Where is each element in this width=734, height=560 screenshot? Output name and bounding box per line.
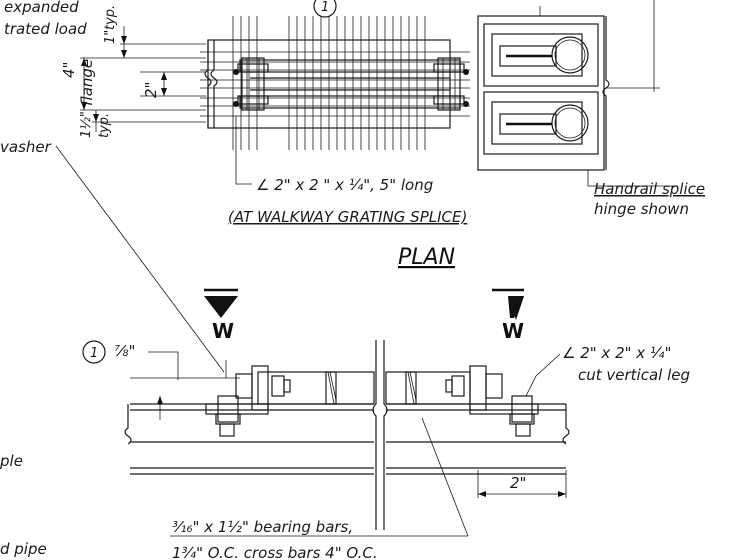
section-label-right: W — [502, 319, 524, 343]
section-label-left: W — [212, 319, 234, 343]
section-marker-right — [492, 288, 524, 320]
label-pipe: d pipe — [0, 540, 47, 558]
label-handrail-splice: Handrail splice — [594, 180, 705, 198]
label-cut-vertical-leg: cut vertical leg — [578, 366, 690, 384]
section-marker-left — [204, 288, 238, 318]
dim-two-inch: 2" — [142, 82, 160, 98]
cross-bars — [232, 16, 426, 150]
label-bearing-bars: ³⁄₁₆" x 1½" bearing bars, — [172, 518, 353, 536]
detail-callout-number: 1 — [321, 0, 329, 15]
handrail-splice-outline — [477, 15, 605, 171]
label-cross-bars: 1¾" O.C. cross bars 4" O.C. — [172, 544, 378, 560]
dim-one-inch-typ: typ. — [103, 5, 118, 30]
dim-one-half: 1½" — [79, 111, 94, 138]
dim-one-half-typ: typ. — [97, 113, 112, 138]
right-clip — [437, 57, 461, 111]
dim-one-inch: 1" — [103, 30, 118, 44]
label-angle-plan: ∠ 2" x 2 " x ¼", 5" long — [256, 176, 433, 194]
label-angle-elev: ∠ 2" x 2" x ¼" — [562, 344, 671, 362]
dim-seven-eighths: ⅞" — [114, 342, 135, 360]
label-grating-splice: (AT WALKWAY GRATING SPLICE) — [228, 208, 467, 226]
bearing-bars — [200, 51, 470, 117]
detail-callout-circle-2 — [82, 340, 106, 364]
label-ple: ple — [0, 452, 23, 470]
label-hinge-shown: hinge shown — [594, 200, 689, 218]
plan-view: 1 — [55, 0, 678, 373]
label-concentrated-load: trated load — [4, 20, 87, 38]
dim-two-inch-bottom: 2" — [510, 474, 526, 492]
detail-callout-number-2: 1 — [90, 346, 98, 361]
dim-flange: flange — [78, 59, 96, 106]
dim-four-inch: 4" — [60, 62, 78, 78]
elevation-view: 1 — [82, 340, 570, 537]
label-expanded: expanded — [4, 0, 79, 16]
detail-callout-circle — [313, 0, 337, 18]
view-title-plan: PLAN — [398, 245, 455, 270]
left-clip — [241, 57, 265, 111]
label-washer: vasher — [0, 138, 52, 156]
